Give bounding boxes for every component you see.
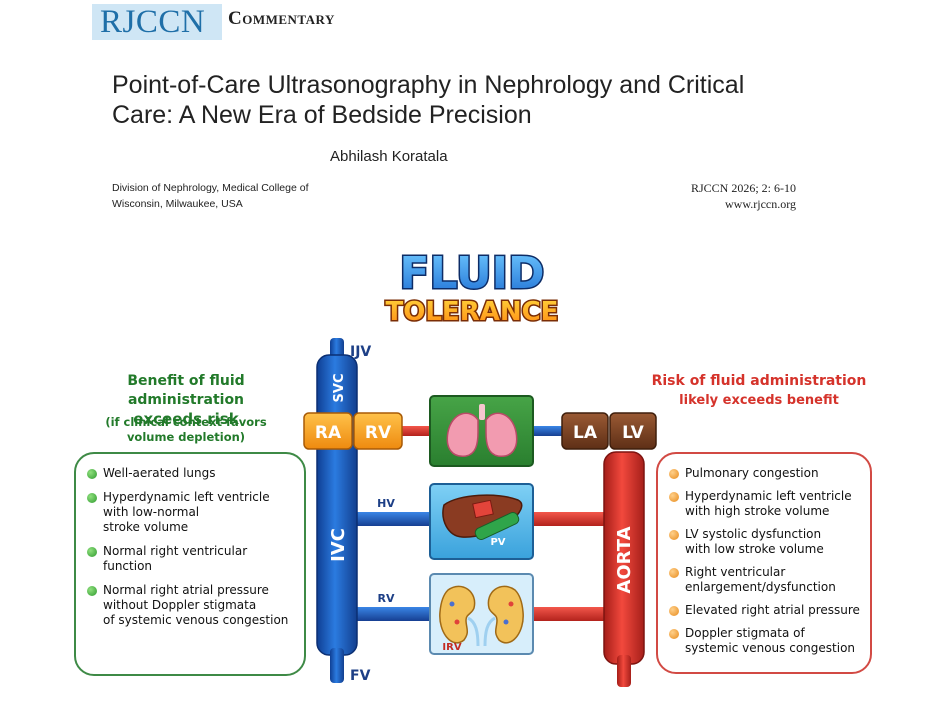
list-item: LV systolic dysfunction with low stroke …: [668, 527, 870, 557]
list-item: Normal right atrial pressure without Dop…: [86, 583, 304, 628]
green-bullet-icon: [87, 469, 97, 479]
renal-vein: [344, 607, 430, 621]
rv-chamber: [353, 412, 403, 450]
la-chamber: [561, 412, 609, 450]
citation-text: RJCCN 2026; 2: 6-10: [690, 181, 796, 195]
hv-label: HV: [377, 497, 395, 510]
green-bullet-icon: [87, 547, 97, 557]
ra-chamber: [303, 412, 353, 450]
aorta-label: AORTA: [614, 526, 635, 593]
benefit-heading-line: Benefit of fluid administration: [127, 373, 245, 408]
list-item: Elevated right atrial pressure: [668, 603, 870, 618]
orange-bullet-icon: [669, 629, 679, 639]
benefit-heading-line: exceeds risk: [133, 410, 239, 428]
list-item: Doppler stigmata of systemic venous cong…: [668, 626, 870, 656]
ivc-label: IVC: [328, 528, 349, 562]
rv-label: RV: [365, 423, 392, 443]
fluid-title: FLUID: [399, 248, 544, 299]
risk-heading-line: likely exceeds benefit: [679, 393, 839, 408]
author-name: Abhilash Koratala: [330, 148, 448, 165]
journal-logo-background: [92, 4, 222, 40]
ra-label: RA: [315, 423, 342, 443]
renal-artery: [532, 607, 612, 621]
rv-to-lung-artery: [402, 426, 432, 436]
svc-label: SVC: [332, 374, 347, 403]
orange-bullet-icon: [669, 530, 679, 540]
risk-heading: Risk of fluid administration likely exce…: [628, 372, 890, 410]
liver-icon: [442, 494, 523, 541]
lv-chamber: [609, 412, 657, 450]
lungs-icon: [446, 404, 518, 457]
benefit-criteria-list: Well-aerated lungs Hyperdynamic left ven…: [86, 466, 304, 628]
tolerance-title: TOLERANCE: [386, 297, 559, 327]
list-item: Pulmonary congestion: [668, 466, 870, 481]
irv-label: IRV: [442, 642, 461, 653]
lung-to-la-vein: [532, 426, 562, 436]
kidneys-icon: [439, 585, 524, 647]
list-item: Hyperdynamic left ventricle with high st…: [668, 489, 870, 519]
fv-label: FV: [350, 668, 371, 684]
author-affiliation: Division of Nephrology, Medical College …: [112, 180, 352, 212]
list-item: Well-aerated lungs: [86, 466, 304, 481]
article-title: Point-of-Care Ultrasonography in Nephrol…: [112, 71, 745, 129]
list-item: Normal right ventricular function: [86, 544, 304, 574]
affiliation-line: Wisconsin, Milwaukee, USA: [112, 198, 243, 210]
list-item: Hyperdynamic left ventricle with low-nor…: [86, 490, 304, 535]
risk-criteria-list: Pulmonary congestion Hyperdynamic left v…: [668, 466, 870, 656]
la-label: LA: [573, 423, 598, 443]
benefit-heading: Benefit of fluid administration exceeds …: [68, 372, 304, 429]
risk-criteria-panel: Pulmonary congestion Hyperdynamic left v…: [656, 452, 872, 674]
lv-label: LV: [622, 423, 644, 443]
risk-heading-line: Risk of fluid administration: [651, 373, 867, 389]
benefit-criteria-panel: Well-aerated lungs Hyperdynamic left ven…: [74, 452, 306, 676]
orange-bullet-icon: [669, 606, 679, 616]
section-label: Commentary: [228, 8, 335, 29]
green-bullet-icon: [87, 586, 97, 596]
hepatic-artery: [532, 512, 612, 526]
citation-block: RJCCN 2026; 2: 6-10 www.rjccn.org: [600, 180, 796, 212]
ijv-label: IJV: [350, 344, 371, 360]
benefit-note: (if clinical context favors volume deple…: [70, 415, 302, 445]
journal-logo: RJCCN: [100, 4, 206, 40]
pv-label: PV: [490, 537, 505, 548]
green-bullet-icon: [87, 493, 97, 503]
benefit-note-line: (if clinical context favors: [105, 415, 267, 429]
orange-bullet-icon: [669, 492, 679, 502]
orange-bullet-icon: [669, 568, 679, 578]
hepatic-vein: [344, 512, 430, 526]
fv-vessel: [330, 648, 344, 683]
renal-vein-label: RV: [378, 592, 395, 605]
orange-bullet-icon: [669, 469, 679, 479]
aorta-tail: [617, 655, 631, 687]
list-item: Right ventricular enlargement/dysfunctio…: [668, 565, 870, 595]
affiliation-line: Division of Nephrology, Medical College …: [112, 182, 309, 194]
benefit-note-line: volume depletion): [126, 430, 246, 444]
journal-website[interactable]: www.rjccn.org: [725, 197, 796, 211]
